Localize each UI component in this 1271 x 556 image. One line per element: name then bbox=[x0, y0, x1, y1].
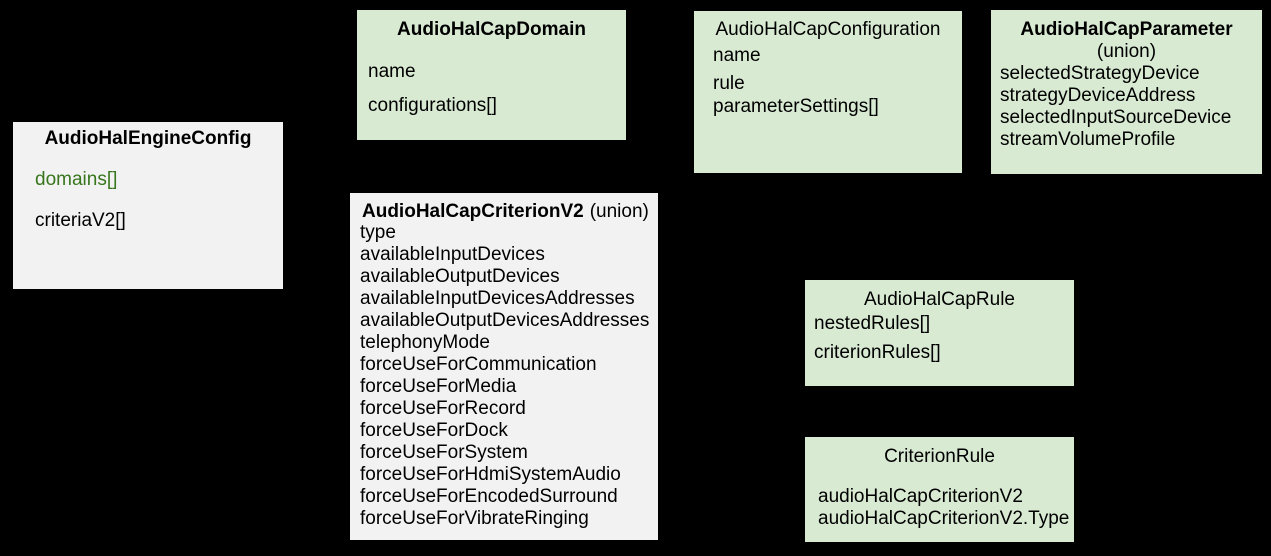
field-force-use-for-communication: forceUseForCommunication bbox=[360, 354, 597, 375]
field-audio-hal-cap-criterion-v2-type: audioHalCapCriterionV2.Type bbox=[818, 508, 1070, 529]
box-title: AudioHalCapRule bbox=[863, 289, 1016, 310]
box-title: AudioHalCapCriterionV2(union) bbox=[362, 201, 658, 223]
field-rule: rule bbox=[713, 73, 745, 94]
field-available-input-devices-addresses: availableInputDevicesAddresses bbox=[360, 288, 635, 309]
class-box-cap-parameter: AudioHalCapParameter (union) selectedStr… bbox=[991, 10, 1262, 174]
field-strategy-device-address: strategyDeviceAddress bbox=[1000, 85, 1196, 106]
field-available-output-devices: availableOutputDevices bbox=[360, 266, 560, 287]
class-box-cap-configuration: AudioHalCapConfiguration name rule param… bbox=[694, 11, 962, 173]
field-force-use-for-vibrate-ringing: forceUseForVibrateRinging bbox=[360, 508, 589, 529]
field-criteria-v2: criteriaV2[] bbox=[35, 210, 126, 231]
box-title: AudioHalCapConfiguration bbox=[715, 19, 941, 40]
box-subtitle-union: (union) bbox=[589, 201, 649, 222]
field-audio-hal-cap-criterion-v2: audioHalCapCriterionV2 bbox=[818, 486, 1023, 507]
field-criterion-rules: criterionRules[] bbox=[814, 342, 941, 363]
box-title: AudioHalEngineConfig bbox=[44, 128, 252, 149]
field-parameter-settings: parameterSettings[] bbox=[713, 96, 879, 117]
field-nested-rules: nestedRules[] bbox=[814, 313, 931, 334]
field-type: type bbox=[360, 222, 396, 243]
box-title: CriterionRule bbox=[884, 446, 995, 467]
field-force-use-for-hdmi-system-audio: forceUseForHdmiSystemAudio bbox=[360, 464, 621, 485]
field-name: name bbox=[713, 45, 761, 66]
box-title: AudioHalCapDomain bbox=[397, 19, 586, 40]
class-box-criterion-v2: AudioHalCapCriterionV2(union) type avail… bbox=[350, 193, 658, 540]
field-configurations: configurations[] bbox=[368, 95, 497, 116]
field-force-use-for-record: forceUseForRecord bbox=[360, 398, 526, 419]
field-telephony-mode: telephonyMode bbox=[360, 332, 490, 353]
class-box-engine-config: AudioHalEngineConfig domains[] criteriaV… bbox=[13, 122, 283, 289]
box-title-name: AudioHalCapCriterionV2 bbox=[362, 201, 584, 222]
field-available-input-devices: availableInputDevices bbox=[360, 244, 545, 265]
class-box-criterion-rule: CriterionRule audioHalCapCriterionV2 aud… bbox=[805, 437, 1074, 542]
box-subtitle-union: (union) bbox=[1096, 41, 1157, 62]
field-force-use-for-dock: forceUseForDock bbox=[360, 420, 508, 441]
field-selected-strategy-device: selectedStrategyDevice bbox=[1000, 63, 1200, 84]
box-title: AudioHalCapParameter bbox=[1020, 19, 1233, 40]
field-available-output-devices-addresses: availableOutputDevicesAddresses bbox=[360, 310, 650, 331]
field-force-use-for-encoded-surround: forceUseForEncodedSurround bbox=[360, 486, 618, 507]
field-force-use-for-media: forceUseForMedia bbox=[360, 376, 517, 397]
field-selected-input-source-device: selectedInputSourceDevice bbox=[1000, 107, 1232, 128]
field-domains: domains[] bbox=[35, 169, 118, 190]
field-stream-volume-profile: streamVolumeProfile bbox=[1000, 129, 1176, 150]
field-name: name bbox=[368, 61, 416, 82]
class-box-cap-domain: AudioHalCapDomain name configurations[] bbox=[357, 10, 626, 140]
field-force-use-for-system: forceUseForSystem bbox=[360, 442, 528, 463]
class-box-cap-rule: AudioHalCapRule nestedRules[] criterionR… bbox=[805, 280, 1074, 386]
